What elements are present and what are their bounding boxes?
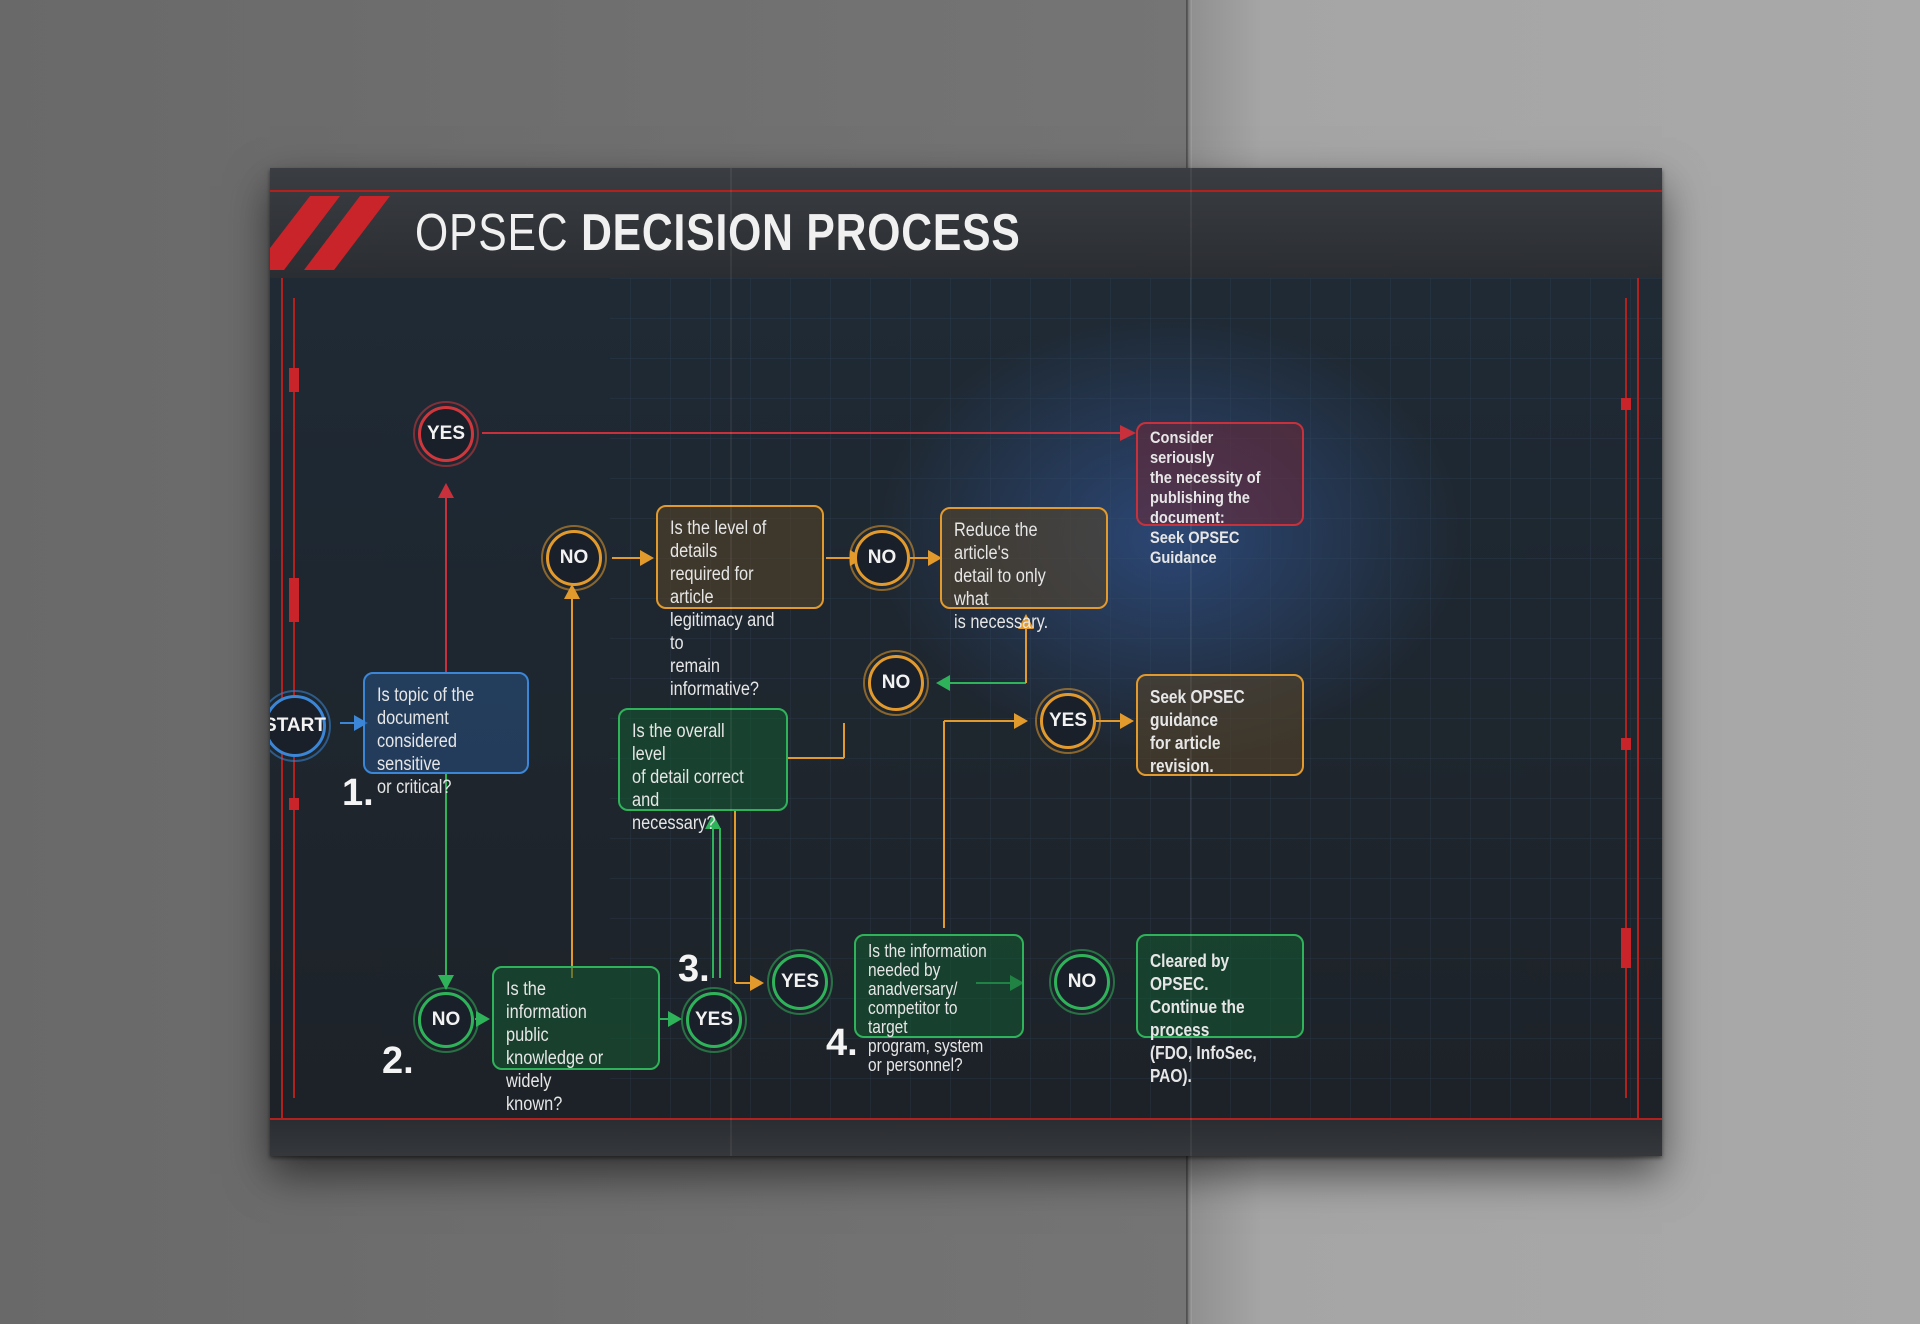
- no-left-label: NO: [559, 547, 589, 568]
- arrow-up-green: [705, 814, 721, 829]
- arrow-right-blue: [354, 715, 368, 731]
- footer: [270, 1118, 1662, 1156]
- revision-text: Seek OPSEC guidance for article revision…: [1150, 687, 1245, 776]
- yes-node-bottom: YES: [681, 987, 747, 1053]
- fold-line-right: [1190, 168, 1192, 1156]
- step-1-number: 1.: [342, 772, 374, 814]
- arrow-right-orange-3: [928, 550, 942, 566]
- question-4-text: Is the information needed by anadversary…: [868, 941, 987, 1075]
- diagram-area: Is topic of the document considered sens…: [270, 278, 1662, 1118]
- question-1-box: Is topic of the document considered sens…: [363, 672, 529, 798]
- arrow-right-orange-6: [1120, 713, 1134, 729]
- page-title: OPSEC DECISION PROCESS: [415, 203, 1021, 263]
- no-node-center: NO: [863, 650, 929, 716]
- question-2-text: Is the information public knowledge or w…: [506, 979, 604, 1115]
- no-node-bottom: NO: [413, 987, 479, 1053]
- arrow-down-green: [438, 975, 454, 990]
- no-center-label: NO: [881, 672, 911, 693]
- arrow-right-orange-4: [750, 975, 764, 991]
- question-4-box: Is the information needed by anadversary…: [854, 934, 1024, 1075]
- arrow-up-red: [438, 483, 454, 498]
- arrow-right-green-1: [476, 1011, 490, 1027]
- yes-top-label: YES: [426, 423, 466, 444]
- no-node-mid: NO: [849, 525, 915, 591]
- yes-bottom-label: YES: [694, 1009, 734, 1030]
- detail-text: Is the level of details required for art…: [670, 518, 775, 700]
- reduce-box: Reduce the article's detail to only what…: [940, 507, 1108, 633]
- arrow-up-orange-1: [564, 584, 580, 599]
- header-line: [270, 190, 1662, 192]
- yes-node-top: YES: [413, 401, 479, 467]
- stripes-decoration: [270, 196, 390, 270]
- arrow-right-orange-5: [1014, 713, 1028, 729]
- title-part2: DECISION PROCESS: [581, 204, 1021, 262]
- step-2-number: 2.: [382, 1040, 414, 1082]
- step-4-number: 4.: [826, 1022, 858, 1064]
- yes-mid-label: YES: [780, 971, 820, 992]
- title-part1: OPSEC: [415, 204, 569, 262]
- question-3-box: Is the overall level of detail correct a…: [618, 708, 788, 834]
- start-node: START: [270, 690, 331, 762]
- consider-box: Consider seriously the necessity of publ…: [1136, 422, 1304, 567]
- cleared-box: Cleared by OPSEC. Continue the process (…: [1136, 934, 1304, 1086]
- reduce-text: Reduce the article's detail to only what…: [954, 520, 1049, 633]
- question-1-text: Is topic of the document considered sens…: [377, 685, 475, 798]
- poster: OPSEC DECISION PROCESS: [270, 168, 1662, 1156]
- no-bottom-label: NO: [431, 1009, 461, 1030]
- step-3-number: 3.: [678, 948, 710, 990]
- arrow-left-green: [936, 675, 950, 691]
- header: OPSEC DECISION PROCESS: [270, 168, 1662, 280]
- consider-text: Consider seriously the necessity of publ…: [1150, 428, 1261, 567]
- question-3-text: Is the overall level of detail correct a…: [632, 721, 744, 834]
- no-node-left: NO: [541, 525, 607, 591]
- arrow-right-green-2: [668, 1011, 682, 1027]
- yes-node-mid: YES: [767, 949, 833, 1015]
- detail-box: Is the level of details required for art…: [656, 505, 824, 700]
- yes-node-right: YES: [1035, 688, 1101, 754]
- question-2-box: Is the information public knowledge or w…: [492, 966, 660, 1115]
- no-bottom-right-label: NO: [1067, 971, 1097, 992]
- start-label: START: [270, 715, 326, 736]
- no-node-bottom-right: NO: [1049, 949, 1115, 1015]
- revision-box: Seek OPSEC guidance for article revision…: [1136, 674, 1304, 776]
- no-mid-label: NO: [867, 547, 897, 568]
- fold-line-left: [730, 168, 732, 1156]
- arrow-right-red: [1120, 425, 1136, 441]
- arrow-up-orange-2: [1018, 614, 1034, 629]
- yes-right-label: YES: [1048, 710, 1088, 731]
- arrow-right-orange-1: [640, 550, 654, 566]
- cleared-text: Cleared by OPSEC. Continue the process (…: [1150, 951, 1257, 1086]
